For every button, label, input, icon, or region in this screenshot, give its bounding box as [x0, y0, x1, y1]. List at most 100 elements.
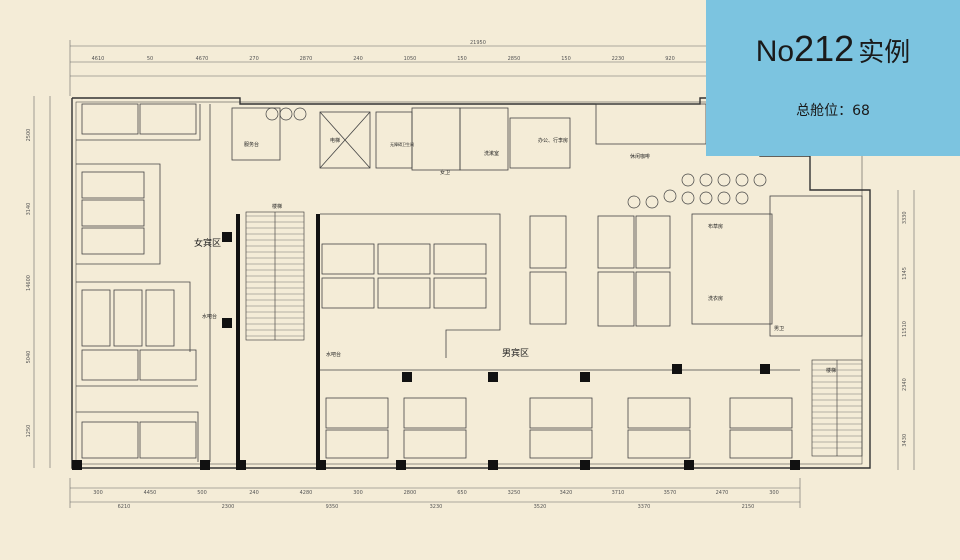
female-zone-label: 女宾区 [194, 237, 221, 249]
dimension-label: 4450 [144, 490, 157, 496]
elevator-label: 电梯 [330, 137, 340, 144]
right-stair [811, 359, 863, 457]
water-room-left-label: 水吧台 [202, 313, 217, 320]
dimension-label: 2850 [508, 56, 521, 62]
dimension-label: 3420 [560, 490, 573, 496]
column [222, 318, 232, 328]
dimension-label: 14600 [26, 275, 32, 291]
core-rooms [231, 107, 571, 171]
toilet-disabled-label: 无障碍卫生间 [390, 141, 414, 147]
column [790, 460, 800, 470]
structural-columns [72, 232, 800, 470]
round-table [663, 189, 677, 203]
dimension-label: 3710 [612, 490, 625, 496]
dimension-label: 2230 [612, 56, 625, 62]
dimension-label: 2470 [716, 490, 729, 496]
dimension-label: 300 [93, 490, 103, 496]
dimension-label: 2870 [300, 56, 313, 62]
dimension-label: 5040 [26, 351, 32, 364]
middle-cabins [320, 213, 501, 358]
dimension-label: 500 [197, 490, 207, 496]
water-room-mid-label: 水吧台 [326, 351, 341, 358]
column [760, 364, 770, 374]
dimension-label: 150 [457, 56, 467, 62]
dimension-label: 1050 [404, 56, 417, 62]
round-table [753, 173, 767, 187]
dimension-label: 11510 [902, 321, 908, 337]
dimension-label: 300 [769, 490, 779, 496]
dimension-label: 3250 [508, 490, 521, 496]
linen-room-label: 布草房 [708, 223, 723, 230]
dimension-label: 4670 [196, 56, 209, 62]
badge-suffix: 实例 [858, 38, 911, 68]
dimension-label: 2150 [742, 504, 755, 510]
dims-right: 3330 1345 11510 2340 3430 [902, 211, 908, 446]
dimension-label: 6210 [118, 504, 131, 510]
column [402, 372, 412, 382]
dimension-label: 1345 [902, 267, 908, 280]
round-table [735, 173, 749, 187]
round-table [627, 195, 641, 209]
column [236, 460, 246, 470]
male-cabins-bottom [320, 369, 800, 459]
column [200, 460, 210, 470]
dimension-label: 4610 [92, 56, 105, 62]
dimension-label: 3370 [638, 504, 651, 510]
female-zone-partitions [76, 104, 211, 462]
dimension-label: 1250 [26, 425, 32, 438]
stairs-right-label: 楼梯 [826, 367, 836, 374]
dimension-label: 2340 [902, 378, 908, 391]
thick-wall-mid [316, 214, 320, 468]
wash-room-label: 洗漱室 [484, 150, 499, 157]
dimension-label: 920 [665, 56, 675, 62]
column [316, 460, 326, 470]
round-table [717, 173, 731, 187]
badge-subtitle: 总舱位：68 [796, 103, 870, 119]
service-desk-label: 服务台 [244, 141, 259, 148]
right-stair-treads [812, 363, 862, 449]
column [222, 232, 232, 242]
column [72, 460, 82, 470]
stairs-left-label: 楼梯 [272, 203, 282, 210]
round-tables-top [265, 107, 307, 121]
dimension-label: 4280 [300, 490, 313, 496]
dimension-label: 2300 [222, 504, 235, 510]
column [684, 460, 694, 470]
dimension-label: 2500 [26, 129, 32, 142]
dimension-label: 270 [249, 56, 259, 62]
round-table [699, 191, 713, 205]
dim-top-total: 21950 [470, 40, 486, 46]
column [672, 364, 682, 374]
dimension-label: 3230 [430, 504, 443, 510]
dimension-label: 240 [353, 56, 363, 62]
dimension-label: 650 [457, 490, 467, 496]
dimension-label: 2800 [404, 490, 417, 496]
round-table [735, 191, 749, 205]
round-table [681, 173, 695, 187]
lounge-tables [627, 173, 767, 209]
dimension-label: 300 [353, 490, 363, 496]
round-table [699, 173, 713, 187]
dimension-label: 150 [561, 56, 571, 62]
toilet-right-label: 男卫 [774, 326, 784, 332]
badge-number: 212 [794, 28, 855, 69]
column [580, 372, 590, 382]
toilet-left-label: 女卫 [440, 169, 450, 176]
column [488, 460, 498, 470]
dimension-label: 3330 [902, 211, 908, 224]
left-stair-treads [246, 215, 304, 337]
column [488, 372, 498, 382]
round-table [717, 191, 731, 205]
dimension-label: 3570 [664, 490, 677, 496]
round-table [681, 191, 695, 205]
dimension-label: 3430 [902, 434, 908, 447]
dimension-label: 9350 [326, 504, 339, 510]
column [396, 460, 406, 470]
